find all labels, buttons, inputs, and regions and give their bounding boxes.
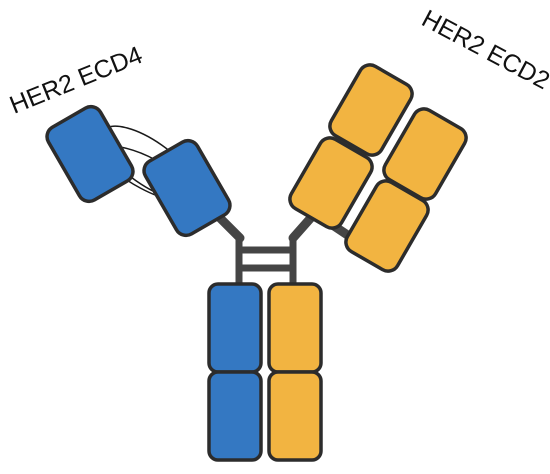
fc-orange-domain-lower [267,370,323,462]
fc-blue-domain-lower [207,370,263,462]
fc-orange-domain-upper [267,282,323,374]
fc-blue-domain-upper [207,282,263,374]
right-arm-her2-ecd2 [288,63,468,273]
ecd2-heavy-domain-1 [328,63,414,157]
ecd2-light-domain-2 [344,179,430,273]
ecd2-heavy-domain-2 [288,136,374,230]
label-her2-ecd2: HER2 ECD2 [417,5,550,96]
fc-region [207,282,323,462]
label-her2-ecd4: HER2 ECD4 [6,41,147,120]
left-arm-her2-ecd4 [45,104,232,238]
ecd4-domain-outer [45,104,135,204]
hinge-region [235,236,297,284]
ecd4-domain-inner [142,138,232,238]
